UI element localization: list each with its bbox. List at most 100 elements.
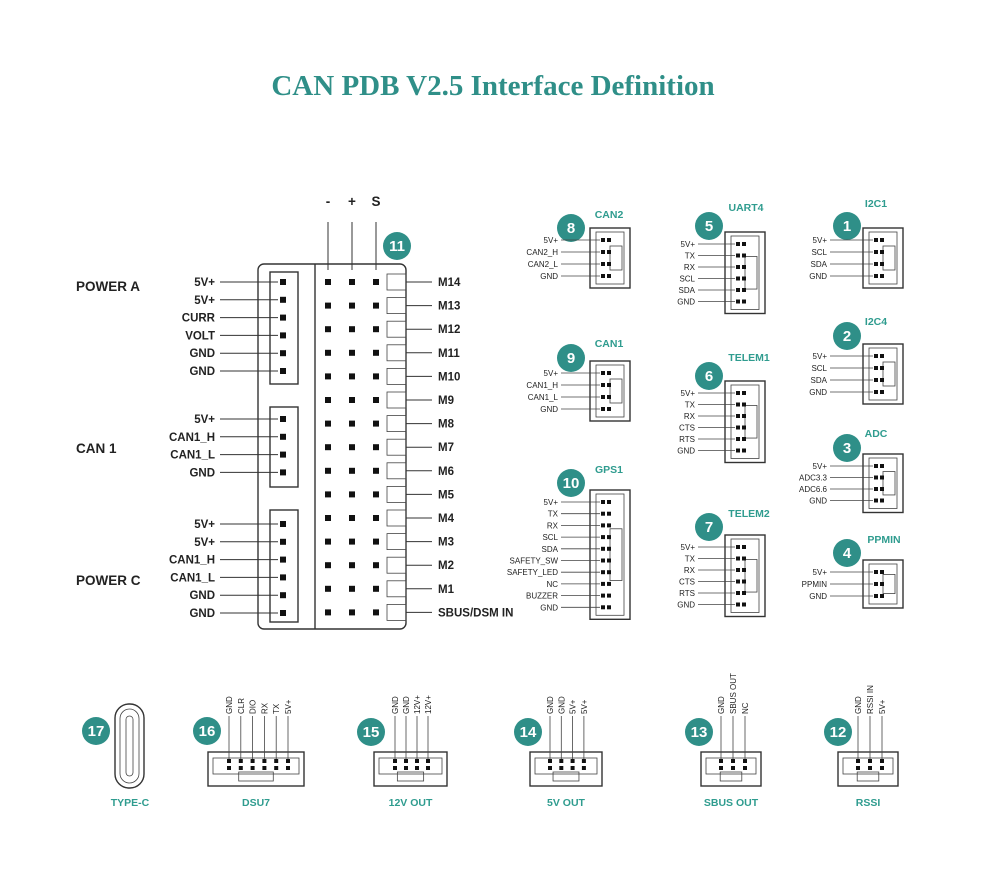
connector-inner bbox=[868, 231, 898, 285]
connector-latch bbox=[552, 771, 580, 782]
pin-label: SCL bbox=[679, 275, 695, 284]
pin-pad bbox=[559, 759, 564, 763]
pin-pad bbox=[731, 766, 735, 770]
badge-4: 4 bbox=[843, 545, 852, 562]
pin-label: CAN1_H bbox=[526, 381, 558, 390]
pin-pad bbox=[601, 581, 605, 586]
connector-inner bbox=[868, 347, 898, 401]
pin-label: ADC3.3 bbox=[799, 474, 828, 483]
output-pad bbox=[349, 609, 355, 616]
connector-latch bbox=[609, 528, 623, 581]
connector-inner bbox=[595, 231, 625, 285]
pin-label: DIO bbox=[249, 700, 258, 714]
connector-latch bbox=[744, 559, 758, 593]
pin-pad bbox=[742, 591, 746, 595]
pin-pad bbox=[742, 288, 746, 292]
pin-label: 5V+ bbox=[569, 699, 578, 714]
pin-label: GND bbox=[677, 601, 695, 610]
pin-pad bbox=[856, 766, 860, 770]
output-pad bbox=[325, 585, 331, 592]
pin-pad bbox=[250, 766, 255, 770]
pin-pad bbox=[274, 759, 279, 763]
pin-pad bbox=[280, 469, 286, 476]
pin-pad bbox=[736, 545, 740, 549]
badge-9-circle bbox=[557, 344, 585, 372]
pin-label: GND bbox=[809, 272, 827, 281]
output-pad bbox=[325, 538, 331, 545]
pin-pad bbox=[874, 464, 878, 468]
output-pad bbox=[349, 562, 355, 569]
output-pad bbox=[349, 349, 355, 356]
pin-pad bbox=[874, 378, 878, 382]
output-label: M12 bbox=[438, 324, 460, 336]
pin-pad bbox=[548, 759, 552, 763]
badge-16: 16 bbox=[199, 723, 216, 740]
pin-pad bbox=[607, 535, 611, 540]
pin-label: CAN1_H bbox=[169, 432, 215, 444]
connector-name: I2C1 bbox=[865, 198, 887, 210]
connector-housing bbox=[207, 751, 305, 787]
output-pad bbox=[373, 373, 379, 380]
badge-12-circle bbox=[824, 718, 852, 746]
connector-housing bbox=[529, 751, 603, 787]
pin-pad bbox=[742, 265, 746, 269]
output-tab bbox=[386, 391, 407, 409]
pin-pad bbox=[280, 314, 286, 321]
pin-pad bbox=[880, 390, 884, 394]
pin-pad bbox=[601, 250, 605, 254]
output-pad bbox=[373, 609, 379, 616]
badge-6: 6 bbox=[705, 368, 713, 385]
output-pad bbox=[373, 279, 379, 285]
pin-label: 5V+ bbox=[813, 352, 828, 361]
connector-latch bbox=[609, 245, 623, 271]
badge-3: 3 bbox=[843, 440, 851, 457]
pin-label: CAN1_H bbox=[169, 555, 215, 567]
pin-pad bbox=[880, 582, 884, 586]
pin-pad bbox=[742, 276, 746, 281]
header-2-outline bbox=[269, 509, 299, 623]
output-pad bbox=[349, 538, 355, 545]
pin-pad bbox=[742, 253, 746, 258]
pin-label: 5V+ bbox=[813, 568, 828, 577]
pin-label: GND bbox=[717, 696, 726, 714]
pin-label: GND bbox=[809, 388, 827, 397]
output-pad bbox=[349, 326, 355, 333]
badge-13-circle bbox=[685, 718, 713, 746]
pin-label: 5V+ bbox=[681, 240, 696, 249]
pin-pad bbox=[874, 594, 878, 598]
connector-latch bbox=[882, 361, 896, 387]
pin-label: SDA bbox=[811, 260, 828, 269]
pin-pad bbox=[736, 568, 740, 572]
pin-pad bbox=[601, 395, 605, 399]
pin-pad bbox=[280, 592, 286, 599]
pin-pad bbox=[736, 242, 740, 246]
connector-housing bbox=[862, 343, 904, 405]
pin-pad bbox=[280, 610, 286, 616]
pin-label: SAFETY_LED bbox=[507, 568, 558, 577]
output-label: SBUS/DSM IN bbox=[438, 607, 513, 619]
pin-pad bbox=[736, 602, 740, 607]
group-label: POWER C bbox=[76, 573, 141, 588]
output-pad bbox=[325, 515, 331, 521]
output-pad bbox=[325, 467, 331, 474]
pin-pad bbox=[742, 391, 746, 395]
pin-label: NC bbox=[741, 702, 750, 714]
pin-label: CAN1_L bbox=[528, 393, 559, 402]
badge-1: 1 bbox=[843, 218, 851, 235]
connector-latch bbox=[882, 471, 896, 496]
pin-label: TX bbox=[685, 252, 696, 261]
pin-pad bbox=[262, 759, 267, 763]
pin-pad bbox=[280, 538, 286, 545]
connector-latch bbox=[882, 574, 896, 595]
pin-pad bbox=[607, 371, 611, 375]
pin-pad bbox=[601, 274, 605, 278]
output-pad bbox=[349, 444, 355, 451]
badge-17-circle bbox=[82, 717, 110, 745]
typec-outer bbox=[114, 703, 145, 789]
pin-label: RX bbox=[684, 566, 696, 575]
connector-inner bbox=[378, 757, 443, 775]
pin-label: 5V+ bbox=[878, 699, 887, 714]
output-pad bbox=[325, 420, 331, 427]
output-label: M1 bbox=[438, 584, 455, 596]
pin-pad bbox=[736, 579, 740, 584]
